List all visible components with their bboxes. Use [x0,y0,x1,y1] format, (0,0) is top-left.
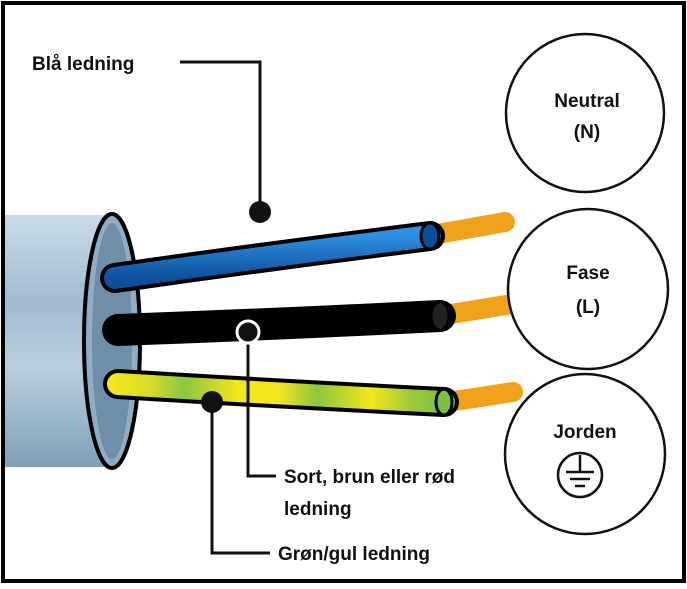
blue-wire [100,212,515,293]
neutral-terminal: Neutral (N) [504,32,666,194]
blue-wire-leader-line [180,60,262,208]
earth-wire-leader-line [210,408,270,555]
live-terminal-code: (L) [576,297,600,318]
neutral-terminal-label: Neutral [554,91,619,112]
earth-terminal-label: Jorden [553,422,616,443]
live-wire-leader-line [246,340,276,478]
green-yellow-wire [103,369,523,417]
earth-ground-symbol-icon [556,451,604,499]
black-wire [102,294,522,346]
live-terminal-label: Fase [566,263,609,284]
live-wire-marker-dot [235,319,261,345]
live-terminal: Fase (L) [506,207,670,371]
earth-wire-marker-dot [201,391,223,413]
neutral-terminal-code: (N) [574,122,600,143]
blue-wire-label: Blå ledning [32,54,134,75]
blue-wire-marker-dot [249,201,271,223]
earth-terminal: Jorden [503,372,667,536]
earth-wire-label: Grøn/gul ledning [278,544,430,565]
live-wire-label-line1: Sort, brun eller rød [284,467,455,488]
live-wire-label-line2: ledning [284,499,352,520]
